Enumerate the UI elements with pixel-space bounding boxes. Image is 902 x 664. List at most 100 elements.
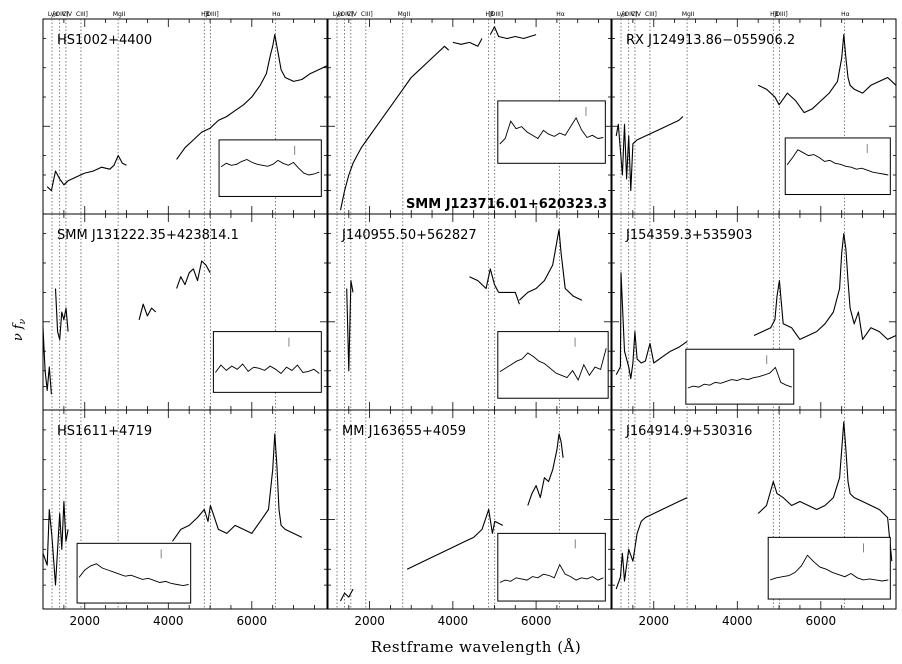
inset-spectrum (220, 159, 320, 176)
spectrum-segment (176, 34, 328, 160)
emission-line-label: Hβ (770, 11, 779, 18)
x-tick-label: 2000 (638, 614, 669, 628)
emission-line-label: Lyα (48, 11, 58, 18)
panel-frame (327, 409, 612, 610)
y-axis-label: ν fν (11, 318, 28, 341)
spectrum-segment (176, 260, 211, 289)
emission-line-label: [OIII] (488, 11, 503, 18)
spectrum-segment (498, 291, 520, 305)
emission-line-label: CIV (347, 11, 358, 18)
emission-line-label: Lyα (333, 11, 343, 18)
spectrum-segment (615, 116, 684, 192)
emission-line-label: Hα (556, 11, 565, 18)
inset (76, 542, 192, 604)
emission-line-label: [OIV] (338, 11, 353, 18)
emission-line-label: Lyα (617, 11, 627, 18)
spectrum-segment (452, 38, 483, 47)
panel: SMM J131222.35+423814.1 (42, 213, 328, 411)
inset (218, 139, 322, 197)
panel-title: HS1611+4719 (57, 424, 152, 439)
x-tick-label: 4000 (722, 614, 753, 628)
panel-frame (42, 409, 328, 610)
inset-frame (784, 137, 891, 195)
inset (497, 532, 606, 602)
emission-line-label: Hβ (201, 11, 210, 18)
panel-frame (611, 409, 897, 610)
inset-spectrum (499, 116, 604, 145)
inset-spectrum (786, 149, 889, 176)
emission-line-label: MgII (398, 11, 411, 18)
spectrum-segment (615, 272, 688, 380)
emission-line-label: CIII] (76, 11, 88, 18)
emission-line-label: CIV (631, 11, 642, 18)
inset (497, 331, 609, 399)
spectrum-segment (489, 26, 537, 40)
y-axis-label-main: ν f (11, 322, 26, 341)
inset-frame (497, 100, 606, 164)
spectrum-segment (138, 303, 157, 320)
spectrum-segment (172, 433, 303, 542)
inset-frame (497, 331, 609, 399)
x-axis-label: Restframe wavelength (Å) (371, 638, 582, 656)
spectrum-segment (527, 433, 564, 506)
spectrum-segment (340, 588, 354, 602)
inset-spectrum (215, 363, 320, 375)
panel-title: SMM J123716.01+620323.3 (406, 197, 607, 212)
spectrum-segment (42, 500, 69, 586)
inset (784, 137, 891, 195)
emission-line-label: MgII (113, 11, 126, 18)
spectrum-segment (339, 45, 450, 211)
emission-line-label: CIII] (645, 11, 657, 18)
x-tick-label: 6000 (521, 614, 552, 628)
inset-frame (685, 348, 795, 405)
panel-title: RX J124913.86−055906.2 (626, 33, 795, 48)
inset-frame (218, 139, 322, 197)
x-tick-label: 6000 (806, 614, 837, 628)
emission-line-label: CIV (62, 11, 73, 18)
panel-title: SMM J131222.35+423814.1 (57, 228, 239, 243)
inset-spectrum (499, 563, 604, 583)
spectrum-segment (753, 233, 897, 340)
emission-line-label: Hα (272, 11, 281, 18)
panel-title: J154359.3+535903 (625, 228, 752, 243)
x-tick-label: 2000 (354, 614, 385, 628)
emission-line-label: [OIV] (622, 11, 637, 18)
inset-spectrum (78, 563, 189, 587)
spectrum-segment (757, 421, 893, 562)
spectrum-segment (757, 34, 897, 114)
inset (212, 331, 322, 393)
x-tick-label: 6000 (237, 614, 268, 628)
emission-line-label: MgII (682, 11, 695, 18)
panel-title: J164914.9+530316 (625, 424, 752, 439)
svg-text:ν fν: ν fν (11, 318, 28, 341)
emission-line-label: Hα (841, 11, 850, 18)
emission-line-label: [OIII] (773, 11, 788, 18)
inset-spectrum (499, 348, 607, 382)
panel-title: HS1002+4400 (57, 33, 152, 48)
spectrum-segment (54, 288, 69, 340)
panel: J140955.50+562827 (327, 213, 612, 411)
panel-title: MM J163655+4059 (342, 424, 466, 439)
emission-line-label: CIII] (361, 11, 373, 18)
emission-line-label: [OIII] (204, 11, 219, 18)
spectrum-segment (615, 497, 688, 590)
inset (685, 348, 795, 405)
panel: 2000 4000 6000 J164914.9+530316 (611, 409, 897, 628)
x-tick-label: 2000 (69, 614, 100, 628)
emission-line-label: [OIV] (53, 11, 68, 18)
spectrum-segment (519, 229, 583, 301)
panel-title: J140955.50+562827 (341, 228, 477, 243)
y-axis-label-sub: ν (18, 318, 28, 324)
spectrum-segment (46, 154, 127, 192)
figure-labels: Restframe wavelength (Å) ν fν (11, 318, 581, 656)
spectrum-segment (42, 327, 52, 395)
inset-frame (497, 532, 606, 602)
inset-spectrum (687, 366, 792, 389)
inset (767, 536, 891, 600)
